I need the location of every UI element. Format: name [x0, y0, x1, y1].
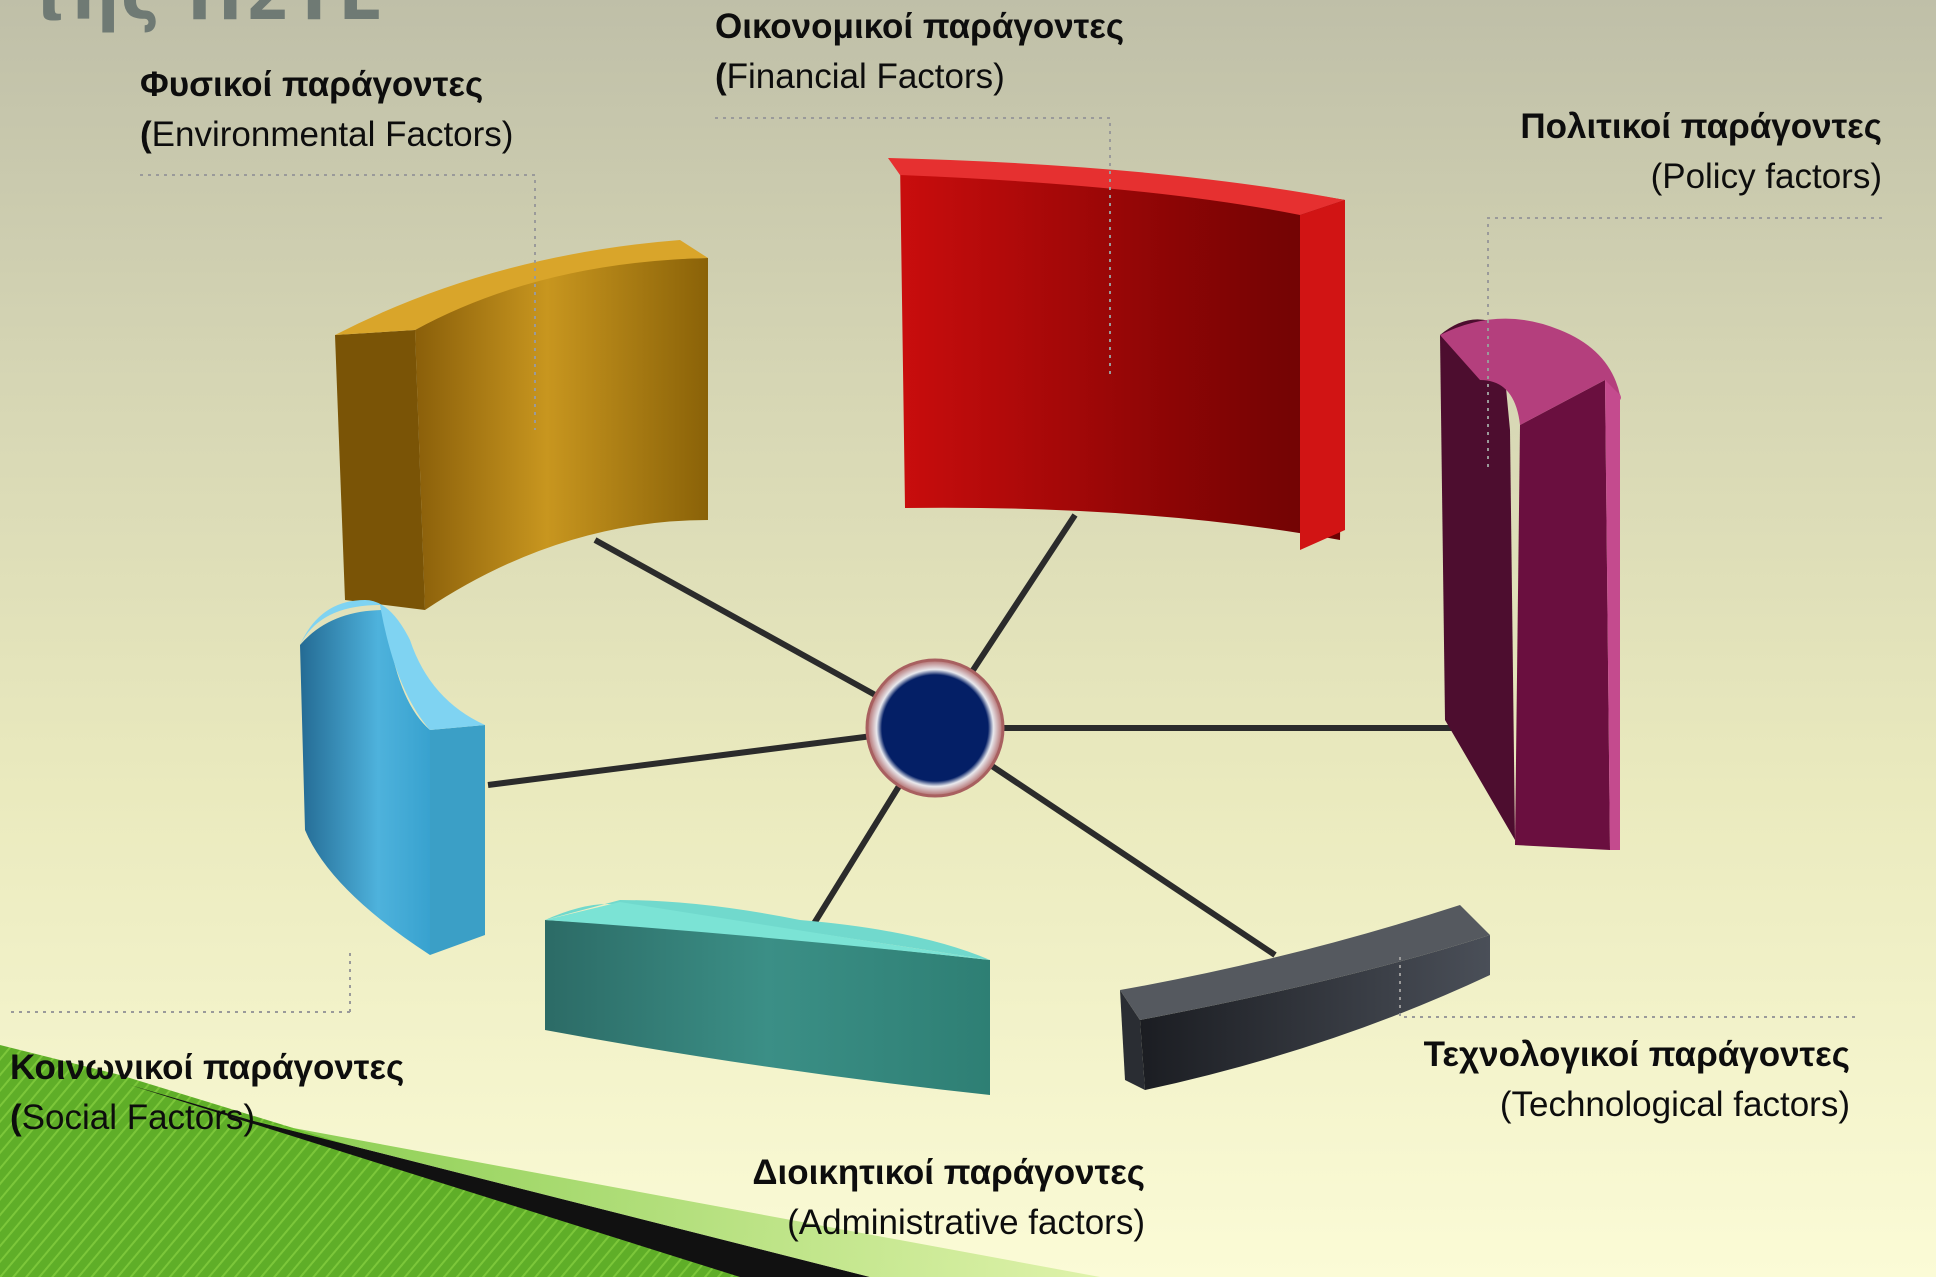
technological-block — [1120, 905, 1490, 1090]
administrative-block — [545, 900, 990, 1095]
technological-greek-label: Τεχνολογικοί παράγοντες — [1423, 1035, 1850, 1074]
environmental-english-label: (Environmental Factors) — [140, 115, 514, 154]
financial-block — [888, 158, 1345, 550]
social-english-label: (Social Factors) — [10, 1098, 256, 1137]
technological-label: Τεχνολογικοί παράγοντες (Technological f… — [1380, 1030, 1850, 1130]
social-label: Κοινωνικοί παράγοντες (Social Factors) — [10, 1043, 404, 1143]
financial-greek-label: Οικονομικοί παράγοντες — [715, 7, 1125, 46]
environmental-block — [335, 240, 708, 610]
social-block — [300, 600, 485, 955]
policy-label: Πολιτικοί παράγοντες (Policy factors) — [1482, 102, 1882, 202]
social-greek-label: Κοινωνικοί παράγοντες — [10, 1048, 405, 1087]
financial-label: Οικονομικοί παράγοντες (Financial Factor… — [715, 2, 1124, 102]
hub-node — [865, 658, 1005, 798]
financial-english-label: (Financial Factors) — [715, 57, 1005, 96]
environmental-label: Φυσικοί παράγοντες (Environmental Factor… — [140, 60, 513, 160]
environmental-greek-label: Φυσικοί παράγοντες — [140, 65, 484, 104]
technological-english-label: (Technological factors) — [1499, 1085, 1850, 1124]
page-title-partial: της ΠΣΤΕ — [28, 0, 386, 35]
administrative-greek-label: Διοικητικοί παράγοντες — [752, 1153, 1145, 1192]
leader-lines — [10, 117, 1882, 1018]
administrative-label: Διοικητικοί παράγοντες (Administrative f… — [715, 1148, 1145, 1248]
administrative-english-label: (Administrative factors) — [787, 1203, 1145, 1242]
policy-english-label: (Policy factors) — [1650, 157, 1882, 196]
policy-greek-label: Πολιτικοί παράγοντες — [1520, 107, 1882, 146]
policy-block — [1440, 318, 1621, 850]
